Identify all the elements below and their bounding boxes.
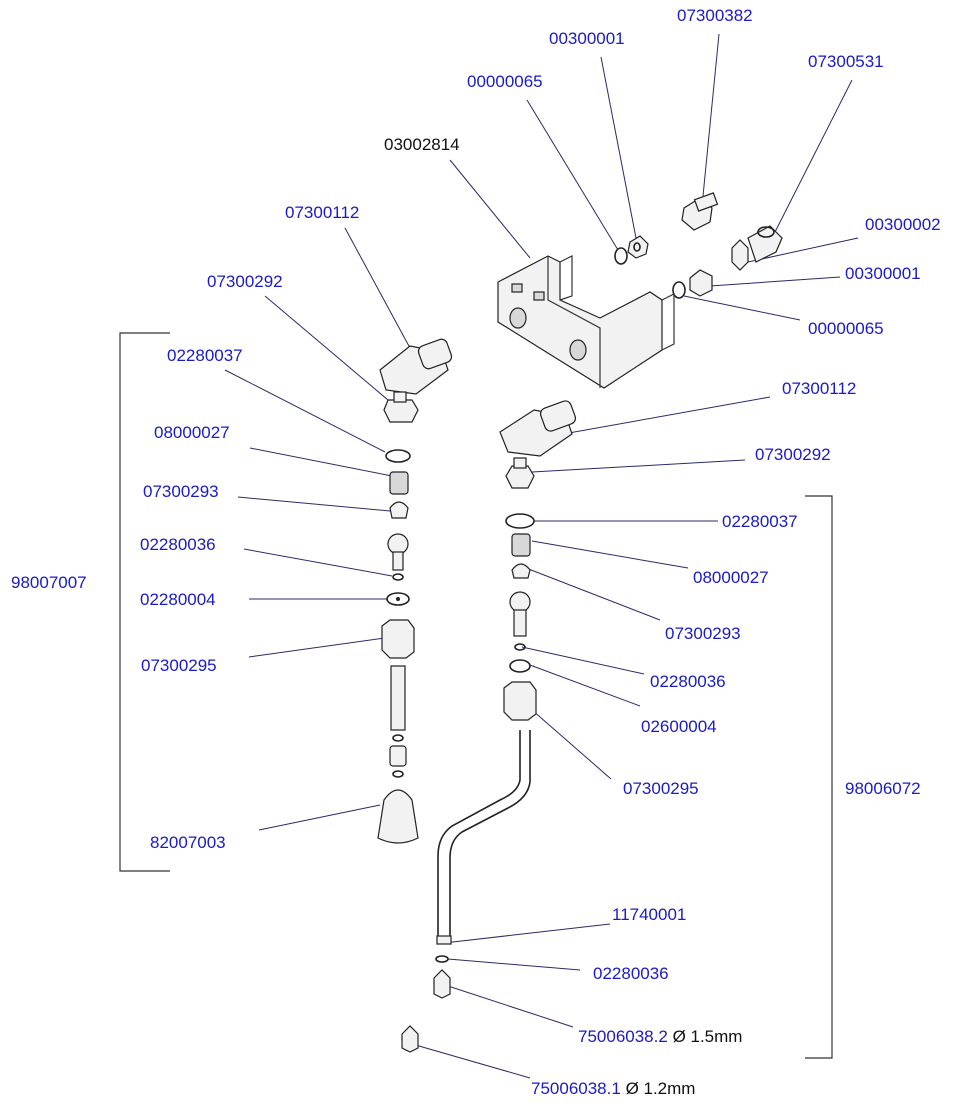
- top-leader-lines: [449, 33, 859, 321]
- left-leader-lines: [224, 227, 411, 831]
- diameter-label-1: Ø 1.2mm: [625, 1079, 696, 1098]
- left-part-label-02280036[interactable]: 02280036: [140, 535, 216, 554]
- left-part-label-07300293[interactable]: 07300293: [143, 482, 219, 501]
- right-part-label-07300292[interactable]: 07300292: [755, 445, 831, 464]
- part-label-07300382[interactable]: 07300382: [677, 6, 753, 25]
- left-part-label-82007003[interactable]: 82007003: [150, 833, 226, 852]
- right-assembly-label-98006072[interactable]: 98006072: [845, 779, 921, 798]
- part-label-07300531[interactable]: 07300531: [808, 52, 884, 71]
- right-part-label-02280037[interactable]: 02280037: [722, 512, 798, 531]
- left-part-label-07300112[interactable]: 07300112: [285, 203, 360, 222]
- part-label-75006038-1[interactable]: 75006038.1: [531, 1079, 621, 1098]
- left-part-label-02280037[interactable]: 02280037: [167, 346, 243, 365]
- right-part-label-08000027[interactable]: 08000027: [693, 568, 769, 587]
- left-part-label-08000027[interactable]: 08000027: [154, 423, 230, 442]
- left-part-label-07300295[interactable]: 07300295: [141, 656, 217, 675]
- right-part-label-07300295[interactable]: 07300295: [623, 779, 699, 798]
- part-label-75006038-2[interactable]: 75006038.2: [578, 1027, 668, 1046]
- mounting-bracket-03002814: [497, 255, 675, 389]
- diameter-label-2: Ø 1.5mm: [672, 1027, 743, 1046]
- nozzle-label-group-1: 75006038.1 Ø 1.2mm: [531, 1079, 695, 1099]
- left-part-label-07300292[interactable]: 07300292: [207, 272, 283, 291]
- right-part-label-11740001[interactable]: 11740001: [612, 905, 687, 924]
- part-label-00300002[interactable]: 00300002: [865, 215, 941, 234]
- right-part-label-07300293[interactable]: 07300293: [665, 624, 741, 643]
- right-column-parts: [401, 400, 577, 1053]
- part-label-00300001[interactable]: 00300001: [549, 29, 625, 48]
- right-part-label-02600004[interactable]: 02600004: [641, 717, 717, 736]
- part-label-00000065-b[interactable]: 00000065: [808, 319, 884, 338]
- right-leader-lines: [411, 396, 771, 1079]
- right-part-label-02280036[interactable]: 02280036: [650, 672, 726, 691]
- top-fittings: [614, 192, 783, 299]
- right-part-label-02280036-b[interactable]: 02280036: [593, 964, 669, 983]
- left-assembly-bracket: [119, 332, 170, 872]
- part-label-00300001-b[interactable]: 00300001: [845, 264, 921, 283]
- part-label-03002814: 03002814: [384, 135, 460, 154]
- left-part-label-02280004[interactable]: 02280004: [140, 590, 216, 609]
- right-assembly-bracket: [805, 495, 833, 1059]
- left-assembly-label-98007007[interactable]: 98007007: [11, 573, 87, 592]
- part-label-00000065[interactable]: 00000065: [467, 72, 543, 91]
- nozzle-label-group-2: 75006038.2 Ø 1.5mm: [578, 1027, 742, 1047]
- right-part-label-07300112[interactable]: 07300112: [782, 379, 857, 398]
- left-column-parts: [377, 338, 453, 844]
